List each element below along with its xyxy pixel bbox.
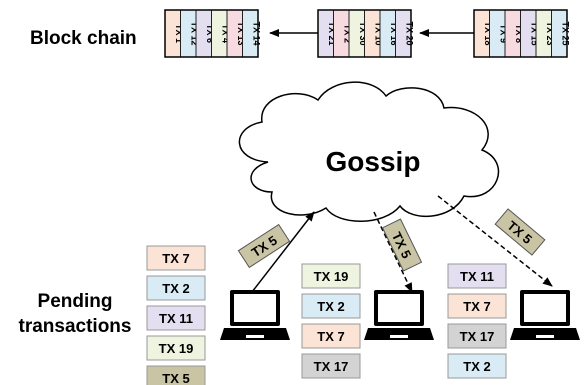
pending-tx-label: TX 5	[162, 371, 189, 385]
pending-list-2: TX 19 TX 2 TX 7 TX 17	[301, 263, 361, 379]
pending-tx-box	[301, 293, 361, 319]
block-tx-label: TX 13	[236, 21, 246, 45]
laptop-icon	[364, 290, 434, 340]
pending-tx-box	[301, 353, 361, 379]
block-tx-label: TX 20	[404, 21, 414, 45]
laptop-icon	[220, 290, 290, 340]
block-1: TX 1 TX 12 TX 6 TX 4 TX 13 TX 14	[164, 9, 261, 58]
pending-tx-box	[146, 335, 206, 361]
pending-list-1: TX 7 TX 2 TX 11 TX 19 TX 5	[146, 245, 206, 385]
laptop-icon	[510, 290, 580, 340]
block-tx-label: TX 12	[189, 21, 199, 45]
pending-tx-label: TX 2	[162, 281, 189, 296]
block-3: TX 18 TX 9 TX 8 TX 15 TX 23 TX 25	[473, 9, 570, 58]
block-tx-label: TX 23	[545, 21, 555, 45]
block-tx-label: TX 10	[373, 21, 383, 45]
pending-tx-box	[447, 353, 507, 379]
pending-tx-box	[447, 323, 507, 349]
pending-tx-label: TX 19	[159, 341, 194, 356]
block-tx-label: TX 18	[483, 21, 493, 45]
block-tx-label: TX 9	[498, 24, 508, 43]
block-tx-label: TX 30	[358, 21, 368, 45]
block-tx-label: TX 15	[529, 21, 539, 45]
pending-tx-label: TX 2	[317, 299, 344, 314]
block-tx-label: TX 4	[220, 24, 230, 43]
pending-list-3: TX 11 TX 7 TX 17 TX 2	[447, 263, 507, 379]
pending-tx-box	[301, 323, 361, 349]
pending-tx-label: TX 7	[463, 299, 490, 314]
pending-tx-box	[146, 275, 206, 301]
block-outline	[164, 9, 259, 58]
message-tag-1: TX 5	[237, 223, 291, 269]
receive-arrow-1	[373, 211, 413, 293]
message-tag-3: TX 5	[494, 208, 546, 256]
pending-tx-box	[146, 305, 206, 331]
pending-tx-label: TX 11	[159, 311, 193, 326]
block-tx-label: TX 25	[560, 21, 570, 45]
pending-tx-box	[447, 263, 507, 289]
block-tx-label: TX 21	[327, 21, 337, 45]
gossip-cloud: Gossip	[238, 81, 500, 222]
block-tx-label: TX 1	[174, 24, 184, 43]
pending-tx-label: TX 7	[317, 329, 344, 344]
pending-tx-box	[301, 263, 361, 289]
receive-arrow-2	[437, 195, 553, 287]
pending-tx-label: TX 2	[463, 359, 490, 374]
pending-tx-box	[447, 293, 507, 319]
send-arrow	[251, 211, 315, 293]
pending-tx-label: TX 11	[460, 269, 494, 284]
pending-tx-box	[146, 365, 206, 385]
block-tx-label: TX 8	[514, 24, 524, 43]
pending-tx-label: TX 19	[314, 269, 349, 284]
block-tx-label: TX 14	[251, 21, 261, 45]
pending-label-line2: transactions	[19, 316, 132, 337]
pending-tx-box	[146, 245, 206, 271]
pending-tx-label: TX 17	[314, 359, 349, 374]
pending-label-line1: Pending	[38, 291, 113, 312]
block-chain-label: Block chain	[30, 28, 137, 49]
gossip-label: Gossip	[326, 146, 421, 177]
block-tx-label: TX 16	[389, 21, 399, 45]
block-tx-label: TX 6	[205, 24, 215, 43]
block-tx-label: TX 2	[342, 24, 352, 43]
message-tag-2: TX 5	[381, 218, 423, 272]
pending-tx-label: TX 7	[162, 251, 189, 266]
block-2: TX 21 TX 2 TX 30 TX 10 TX 16 TX 20	[317, 9, 414, 58]
pending-tx-label: TX 17	[460, 329, 495, 344]
